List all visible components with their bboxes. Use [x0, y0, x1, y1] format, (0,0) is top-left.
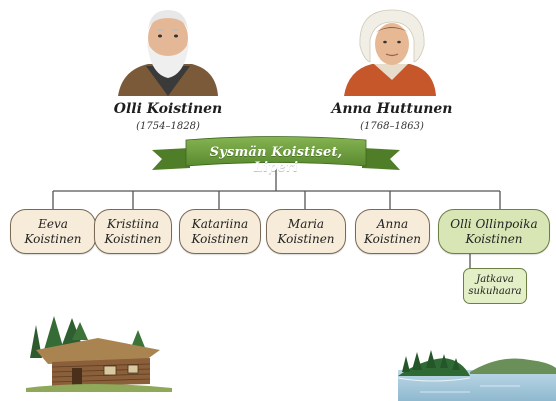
continuation-branch-node: Jatkava sukuhaara	[463, 268, 527, 304]
banner-label: Sysmän Koistiset, Liperi	[209, 145, 343, 175]
portrait-olli-koistinen	[118, 10, 218, 96]
parent-name: Anna Huttunen	[331, 101, 453, 117]
lake-landscape-illustration	[397, 350, 556, 401]
parent-years: (1768–1863)	[360, 121, 424, 132]
child-node-eeva: Eeva Koistinen	[10, 209, 96, 254]
connector-lines	[52, 165, 501, 268]
parent-years: (1754–1828)	[136, 121, 200, 132]
parent-olli-koistinen: Olli Koistinen (1754–1828)	[88, 101, 248, 132]
banner-ribbon	[152, 136, 400, 170]
child-node-katariina: Katariina Koistinen	[179, 209, 261, 254]
log-cabin-illustration	[26, 316, 172, 392]
portrait-anna-huttunen	[344, 9, 436, 96]
parent-name: Olli Koistinen	[113, 101, 223, 117]
child-node-kristiina: Kristiina Koistinen	[94, 209, 172, 254]
parent-anna-huttunen: Anna Huttunen (1768–1863)	[312, 101, 472, 132]
child-node-anna: Anna Koistinen	[355, 209, 430, 254]
child-node-olli-ollinpoika: Olli Ollinpoika Koistinen	[438, 209, 550, 254]
child-node-maria: Maria Koistinen	[266, 209, 346, 254]
